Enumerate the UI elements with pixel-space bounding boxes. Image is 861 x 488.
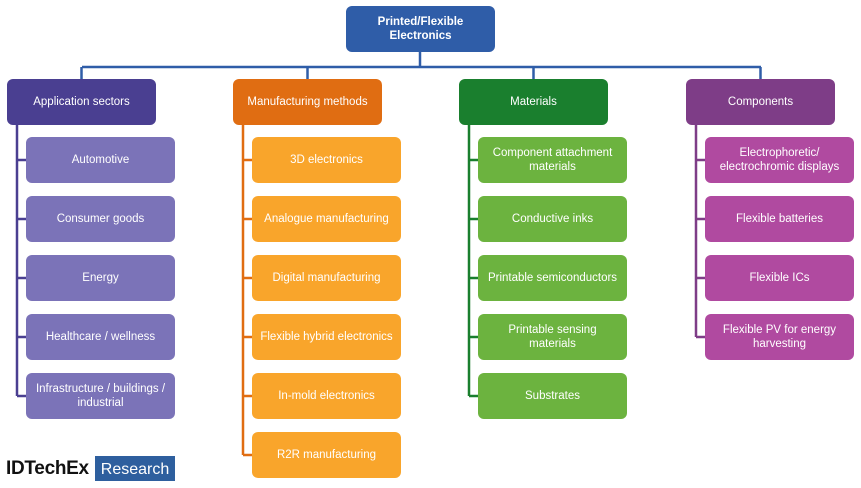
item-1-4: In-mold electronics <box>252 373 401 419</box>
item-1-0: 3D electronics <box>252 137 401 183</box>
item-1-2: Digital manufacturing <box>252 255 401 301</box>
column-header-2: Materials <box>459 79 608 125</box>
item-3-0: Electrophoretic/ electrochromic displays <box>705 137 854 183</box>
logo-suffix: Research <box>94 456 176 481</box>
item-0-2: Energy <box>26 255 175 301</box>
item-2-2: Printable semiconductors <box>478 255 627 301</box>
root-label: Printed/Flexible Electronics <box>377 16 464 42</box>
item-0-4: Infrastructure / buildings / industrial <box>26 373 175 419</box>
item-2-1: Conductive inks <box>478 196 627 242</box>
item-0-3: Healthcare / wellness <box>26 314 175 360</box>
column-header-3: Components <box>686 79 835 125</box>
logo-brand: IDTechEx <box>6 457 89 479</box>
item-3-3: Flexible PV for energy harvesting <box>705 314 854 360</box>
item-2-4: Substrates <box>478 373 627 419</box>
item-1-1: Analogue manufacturing <box>252 196 401 242</box>
item-3-1: Flexible batteries <box>705 196 854 242</box>
idtechex-logo: IDTechEx Research <box>6 456 176 481</box>
item-1-3: Flexible hybrid electronics <box>252 314 401 360</box>
column-header-0: Application sectors <box>7 79 156 125</box>
item-0-1: Consumer goods <box>26 196 175 242</box>
item-2-3: Printable sensing materials <box>478 314 627 360</box>
item-1-5: R2R manufacturing <box>252 432 401 478</box>
item-0-0: Automotive <box>26 137 175 183</box>
root-node: Printed/Flexible Electronics <box>346 6 495 52</box>
item-2-0: Component attachment materials <box>478 137 627 183</box>
item-3-2: Flexible ICs <box>705 255 854 301</box>
column-header-1: Manufacturing methods <box>233 79 382 125</box>
